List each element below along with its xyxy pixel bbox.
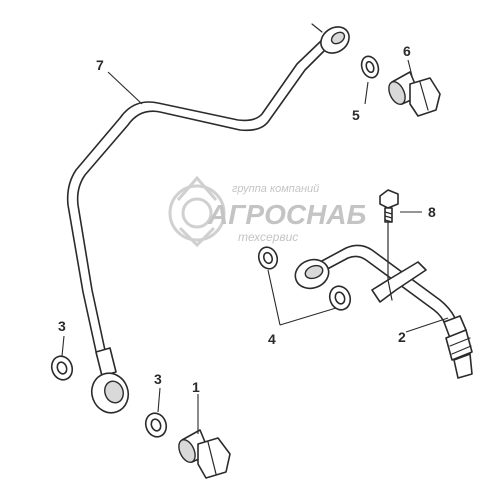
callout-3-left: 3 [58,318,66,334]
banjo-fitting-2 [294,258,330,290]
callout-6: 6 [403,43,411,59]
banjo-bolt-6 [388,71,441,117]
watermark: группа компаний АГРОСНАБ техсервис [168,175,366,248]
leader-lines [61,59,449,434]
callout-8: 8 [428,204,436,220]
watermark-line1: группа компаний [232,183,319,195]
callout-labels: 7 5 6 8 2 4 3 3 1 [58,43,436,395]
watermark-line3: техсервис [238,230,298,244]
watermark-line2: АГРОСНАБ [207,199,366,230]
washer-3-right [144,412,168,438]
washer-5 [360,55,380,79]
callout-7: 7 [96,57,104,73]
washer-3-left [50,355,74,381]
watermark-logo-icon [168,175,226,248]
callout-4: 4 [268,331,276,347]
callout-5: 5 [352,107,360,123]
fuel-pipe-2 [294,244,473,379]
fuel-pipe-7 [66,23,350,414]
callout-1: 1 [192,379,200,395]
callout-2: 2 [398,329,406,345]
callout-3-right: 3 [154,371,162,387]
banjo-fitting-bottom [90,347,130,414]
banjo-bolt-1 [178,429,231,479]
washer-4-lower [328,285,352,311]
banjo-fitting-top [311,23,350,54]
washer-4-upper [257,246,279,270]
pipe-end-nut [443,315,473,379]
